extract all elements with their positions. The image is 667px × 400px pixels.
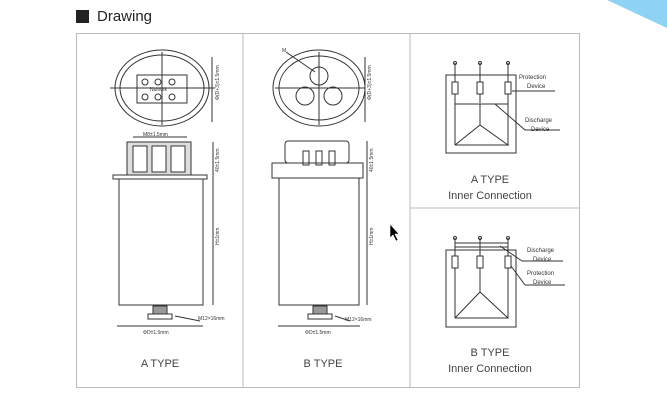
svg-text:M: M	[282, 48, 286, 54]
svg-text:40±1.5mm: 40±1.5mm	[215, 148, 221, 172]
svg-text:Discharge: Discharge	[525, 118, 553, 124]
svg-text:M12×16mm: M12×16mm	[198, 316, 225, 322]
a-type-drawing: Φ(D+3)±1.5mm Nuintek M8±1.5mm 40±1.5mm H…	[110, 49, 225, 336]
decorative-corner-shape	[607, 0, 667, 28]
section-header: Drawing	[76, 8, 152, 25]
svg-text:ΦD±1.5mm: ΦD±1.5mm	[305, 330, 331, 336]
svg-text:H±1mm: H±1mm	[369, 228, 375, 245]
a-inner-caption-sub: Inner Connection	[448, 190, 532, 202]
b-inner-caption-sub: Inner Connection	[448, 363, 532, 375]
mouse-cursor-icon	[389, 223, 400, 242]
svg-text:Device: Device	[533, 280, 552, 286]
b-type-drawing: M Φ(D+3)±1.5mm 40±1.5mm H±1mm M12×16mm Φ…	[271, 48, 375, 336]
svg-text:ΦD±1.5mm: ΦD±1.5mm	[143, 330, 169, 336]
b-inner-caption-type: B TYPE	[470, 347, 510, 359]
svg-text:Φ(D+3)±1.5mm: Φ(D+3)±1.5mm	[367, 65, 373, 100]
svg-text:Discharge: Discharge	[527, 248, 555, 254]
svg-text:Device: Device	[533, 257, 552, 263]
svg-text:Device: Device	[531, 127, 550, 133]
a-inner-caption-type: A TYPE	[470, 174, 510, 186]
drawing-frame	[76, 33, 580, 388]
b-type-inner-connection-diagram: Discharge Device Protection Device	[445, 236, 565, 328]
a-type-caption: A TYPE	[140, 358, 180, 370]
svg-text:H±1mm: H±1mm	[215, 228, 221, 245]
square-bullet-icon	[76, 10, 89, 23]
svg-text:Protection: Protection	[527, 271, 554, 277]
svg-text:M12×16mm: M12×16mm	[345, 317, 372, 323]
b-inner-caption: B TYPE Inner Connection	[430, 345, 550, 377]
section-title: Drawing	[97, 8, 153, 25]
b-type-caption: B TYPE	[303, 358, 343, 370]
svg-text:M8±1.5mm: M8±1.5mm	[143, 132, 168, 138]
svg-text:40±1.5mm: 40±1.5mm	[369, 148, 375, 172]
svg-text:Nuintek: Nuintek	[150, 87, 167, 93]
a-type-inner-connection-diagram: Protection Device Discharge Device	[445, 61, 560, 154]
svg-text:Protection: Protection	[519, 75, 546, 81]
svg-text:Device: Device	[527, 84, 546, 90]
svg-text:Φ(D+3)±1.5mm: Φ(D+3)±1.5mm	[215, 65, 221, 100]
a-inner-caption: A TYPE Inner Connection	[430, 172, 550, 204]
